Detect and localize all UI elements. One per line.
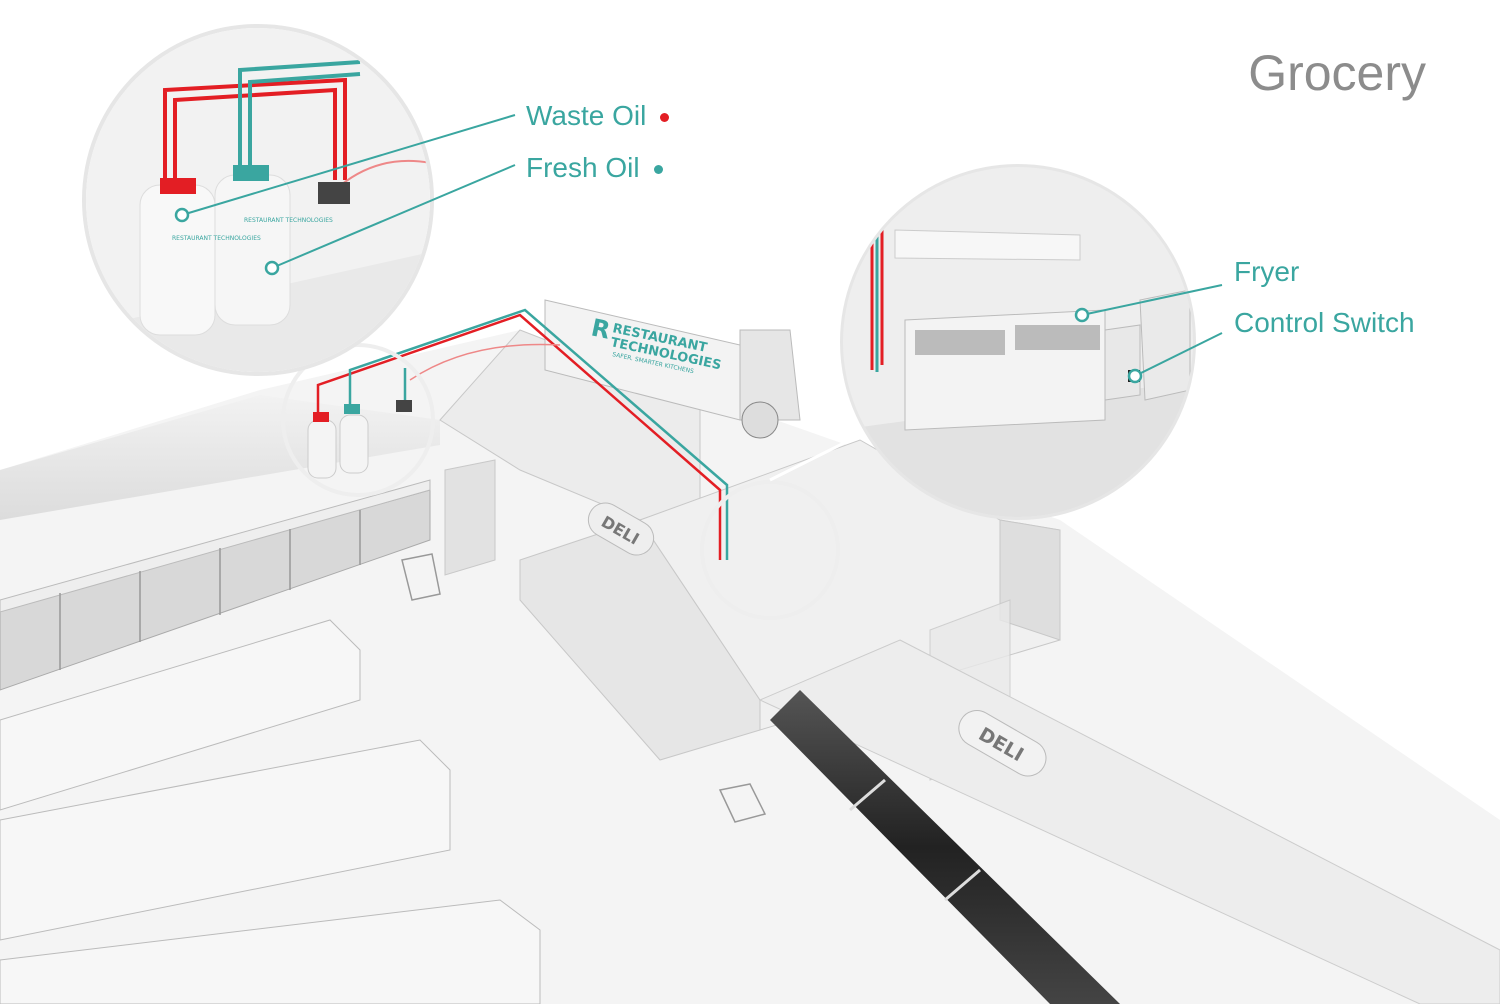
fryer-callout [840,164,1196,520]
deli-wall-front [758,639,1500,1004]
teal-dot-icon [653,165,663,175]
small-tanks [307,400,412,479]
red-dot-icon [660,113,670,123]
legend-waste-oil: Waste Oil [526,100,670,131]
aisle-shelves [0,619,541,1004]
deli-display-case [770,690,1120,1004]
oil-lines [316,308,729,560]
svg-text:RESTAURANT TECHNOLOGIES: RESTAURANT TECHNOLOGIES [244,217,333,224]
shopping-cart [401,553,767,823]
callout-control-switch: Control Switch [1234,307,1415,338]
callout-fryer: Fryer [1234,256,1300,287]
tank-callout: RESTAURANT TECHNOLOGIES RESTAURANT TECHN… [82,24,434,376]
leader-lines [174,114,1223,384]
fryer-area-marker [700,480,840,620]
tank-area-marker [281,343,435,497]
svg-text:RESTAURANT TECHNOLOGIES: RESTAURANT TECHNOLOGIES [172,235,261,242]
magnifier-connector [769,428,871,482]
page-title: Grocery [1248,45,1426,101]
freezer-cases [0,479,431,691]
legend-label: Fresh Oil [526,152,640,183]
legend-fresh-oil: Fresh Oil [526,154,663,182]
svg-text:R: R [589,313,613,344]
legend-label: Waste Oil [526,100,647,131]
deli-room [439,329,1061,781]
